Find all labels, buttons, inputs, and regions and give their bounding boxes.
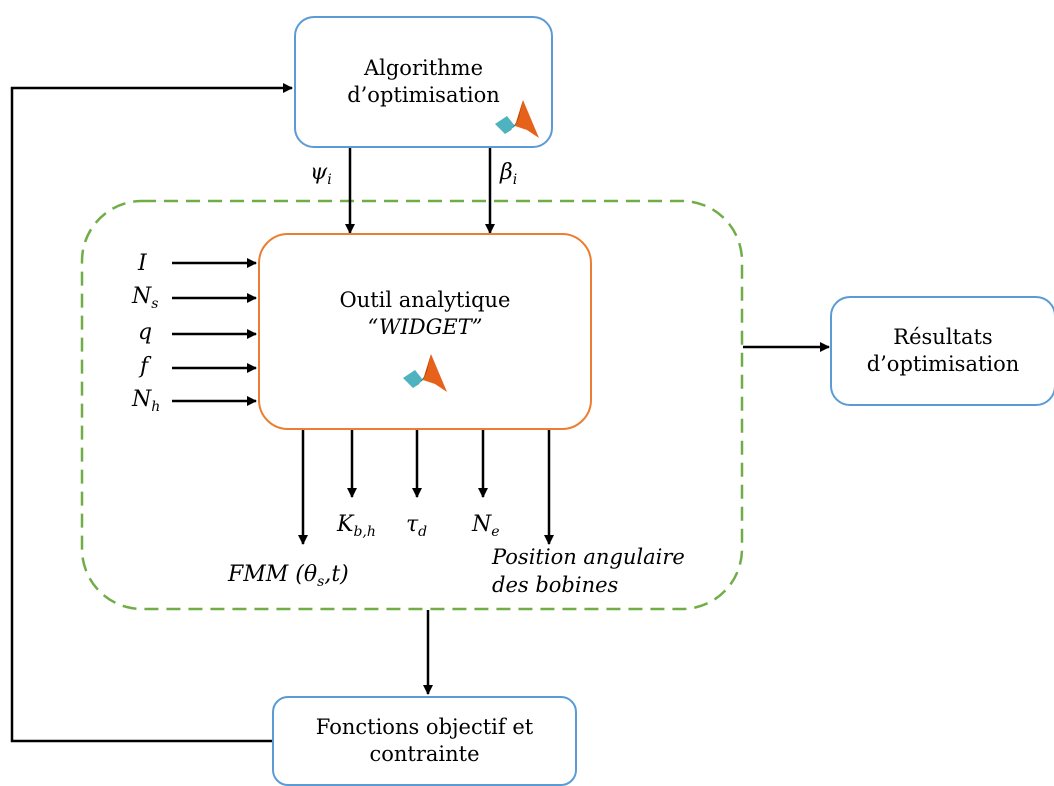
resultats-line1: Résultats (893, 324, 993, 349)
resultats-line2: d’optimisation (866, 352, 1020, 376)
input-label-f: f (140, 354, 149, 379)
position-line2: des bobines (492, 573, 619, 598)
fonctions-line2: contrainte (369, 742, 480, 766)
objective-constraint-box: Fonctions objectif et contrainte (272, 696, 577, 786)
input-label-q: q (138, 320, 153, 345)
analytical-tool-box: Outil analytique “WIDGET” (258, 233, 592, 430)
kb-label: Kb,h (337, 512, 376, 540)
input-label-Ns: Ns (132, 284, 159, 312)
psi-label: ψi (310, 160, 332, 188)
input-label-I: I (138, 251, 147, 276)
outil-line2: “WIDGET” (367, 315, 483, 340)
ne-label: Ne (472, 512, 500, 540)
matlab-logo-icon (495, 100, 539, 138)
feedback-loop-arrow (10, 83, 293, 743)
matlab-logo-icon (403, 353, 447, 392)
fonctions-line1: Fonctions objectif et (315, 714, 534, 739)
input-label-Nh: Nh (132, 387, 161, 415)
outil-line1: Outil analytique (339, 288, 511, 312)
position-line1: Position angulaire (492, 545, 685, 569)
dashed-system-boundary (80, 199, 744, 611)
algo-line1: Algorithme (363, 55, 484, 80)
fmm-label: FMM (θs,t) (228, 562, 349, 590)
optimization-results-box: Résultats d’optimisation (830, 296, 1054, 406)
beta-label: βi (500, 160, 518, 188)
optimization-algorithm-box: Algorithme d’optimisation (294, 16, 553, 148)
tau-label: τd (406, 512, 428, 540)
position-label: Position angulaire des bobines (492, 543, 685, 600)
algo-line2: d’optimisation (347, 83, 500, 107)
